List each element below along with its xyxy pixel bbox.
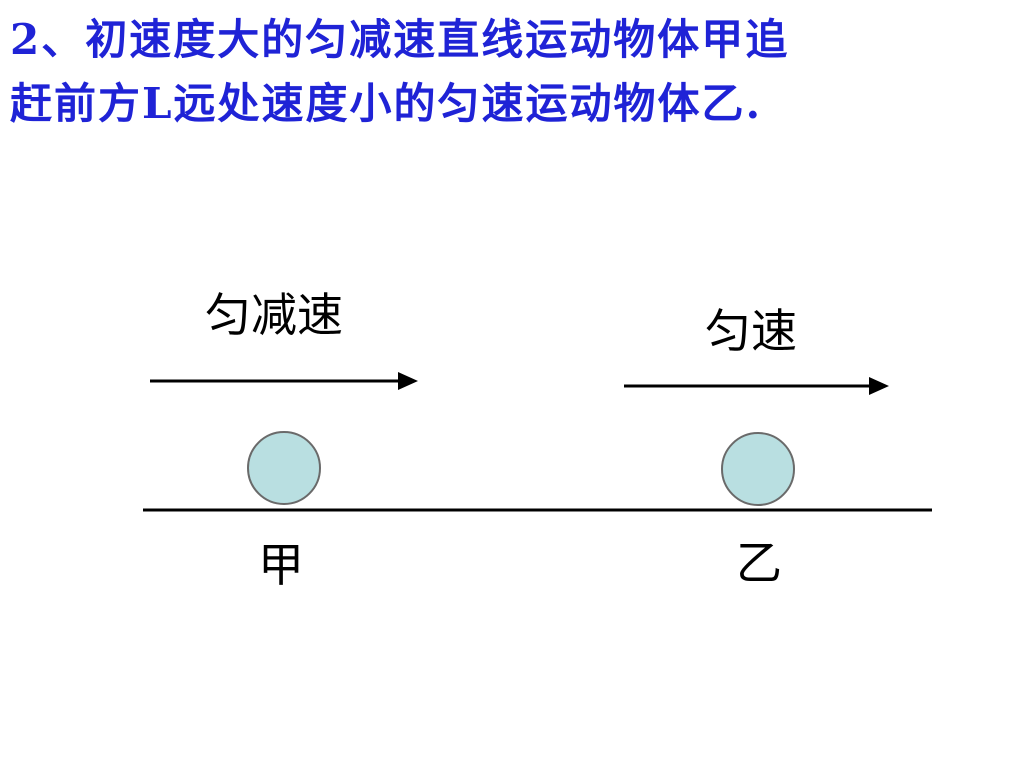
left-velocity-arrow xyxy=(150,372,418,390)
object-jia-label: 甲 xyxy=(258,538,304,592)
left-motion-label: 匀减速 xyxy=(205,288,343,342)
right-velocity-arrow xyxy=(624,377,889,395)
right-motion-label: 匀速 xyxy=(705,304,797,358)
problem-line-1: 2、初速度大的匀减速直线运动物体甲追 xyxy=(10,15,790,64)
problem-statement: 2、初速度大的匀减速直线运动物体甲追 赶前方L远处速度小的匀速运动物体乙. xyxy=(10,8,1014,136)
object-jia-ball xyxy=(247,431,321,505)
problem-line-2: 赶前方L远处速度小的匀速运动物体乙. xyxy=(10,79,763,128)
object-yi-label: 乙 xyxy=(736,536,782,590)
object-yi-ball xyxy=(721,432,795,506)
